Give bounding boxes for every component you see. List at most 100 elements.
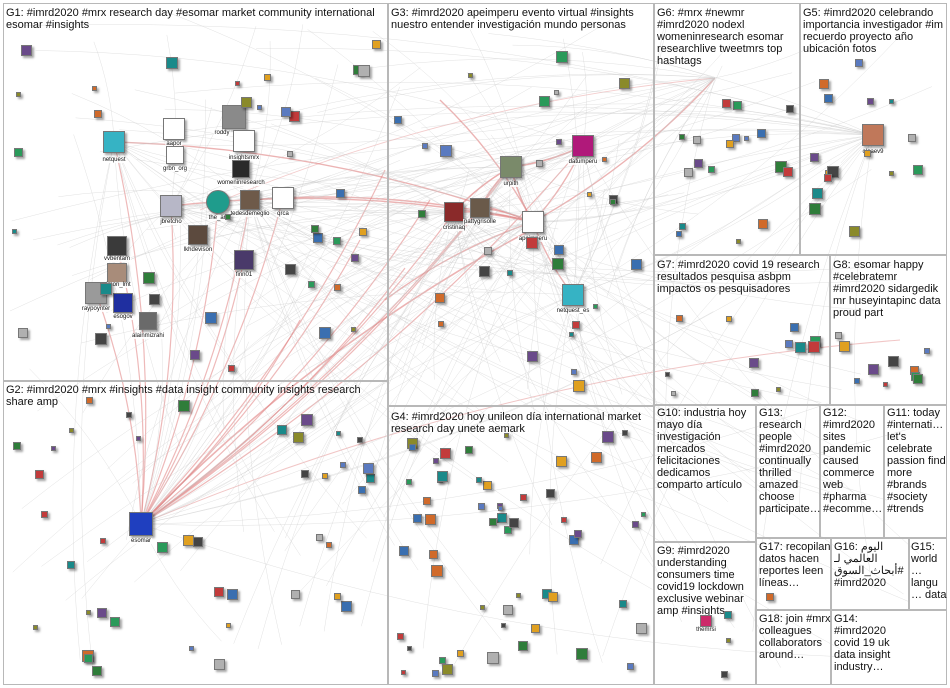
group-label-g11: G11: today #internati… let's celebrate p… [887, 407, 946, 515]
edge-strong [140, 259, 245, 525]
minor-node [99, 282, 112, 295]
edge-faint [281, 73, 716, 115]
minor-node [489, 517, 498, 526]
edge-faint [512, 44, 716, 79]
minor-node [437, 321, 444, 328]
node-apeimperu [522, 211, 544, 233]
group-box-g9 [654, 542, 756, 685]
minor-node [241, 97, 253, 108]
edge-faint [284, 77, 716, 552]
minor-node [475, 476, 482, 483]
minor-node [406, 645, 412, 651]
edge-faint [72, 141, 115, 660]
edge-faint [298, 221, 534, 298]
group-box-g17 [756, 538, 831, 610]
minor-node [189, 645, 195, 651]
node-themrsi [700, 615, 712, 627]
minor-node [536, 159, 544, 167]
minor-node [290, 589, 300, 599]
edge-faint [87, 134, 874, 562]
minor-node [157, 542, 168, 554]
edge-faint [575, 145, 587, 374]
edge-faint [162, 10, 534, 223]
minor-node [641, 511, 647, 517]
edge-faint [249, 192, 685, 215]
node-vvbentam [107, 236, 127, 256]
edge-faint [21, 221, 534, 509]
minor-node [725, 315, 732, 322]
edge-faint [665, 77, 716, 474]
edge-faint [99, 111, 874, 153]
minor-node [784, 339, 793, 348]
minor-node [554, 244, 565, 255]
minor-node [619, 78, 631, 90]
edge-faint [602, 134, 874, 657]
edge-faint [453, 211, 674, 593]
edge-faint [140, 206, 181, 525]
minor-node [225, 622, 231, 628]
edge-faint [756, 134, 874, 286]
minor-node [439, 144, 452, 157]
edge-faint [424, 128, 874, 166]
edge-faint [170, 107, 795, 207]
minor-node [457, 650, 464, 658]
minor-node [424, 513, 436, 525]
edge-faint [249, 199, 854, 464]
edge-faint [469, 29, 534, 223]
minor-node [143, 271, 156, 284]
edge-faint [582, 145, 623, 395]
minor-node [14, 147, 24, 157]
minor-node [15, 92, 21, 98]
edge-faint [336, 203, 455, 213]
group-label-g16: G16: اليوم العالمي لـ #أبحاث_السوق #imrd… [834, 541, 904, 589]
minor-node [503, 605, 513, 615]
group-box-g11 [884, 405, 947, 538]
minor-node [721, 670, 728, 678]
minor-node [783, 166, 794, 177]
edge-faint [118, 134, 874, 485]
edge-faint [113, 72, 793, 146]
minor-node [908, 133, 917, 142]
edge-faint [563, 103, 874, 136]
minor-node [726, 140, 735, 149]
minor-node [432, 670, 440, 678]
minor-node [692, 135, 701, 144]
minor-node [436, 470, 448, 482]
edge-faint [249, 199, 509, 463]
edge-faint [246, 77, 716, 308]
node-insightsmrx [233, 130, 255, 152]
minor-node [335, 189, 345, 198]
edge-faint [29, 368, 142, 525]
minor-node [515, 592, 521, 598]
edge-faint [132, 77, 716, 484]
edge-faint [503, 133, 874, 176]
group-box-g12 [820, 405, 884, 538]
edge-faint [113, 141, 644, 443]
edge-faint [854, 134, 874, 585]
minor-node [743, 136, 749, 142]
edge-faint [453, 211, 853, 492]
edge-faint [148, 166, 512, 329]
minor-node [393, 116, 402, 125]
edge-faint [572, 133, 875, 296]
edge-faint [41, 134, 874, 567]
edge-faint [113, 141, 275, 533]
minor-node [632, 520, 640, 528]
minor-node [189, 349, 200, 360]
minor-node [855, 58, 864, 67]
edge-faint [582, 145, 920, 555]
edge-faint [572, 19, 666, 296]
minor-node [497, 513, 507, 524]
minor-node [177, 400, 190, 413]
minor-node [923, 347, 930, 354]
minor-node [823, 174, 832, 182]
minor-node [94, 110, 103, 118]
minor-node [602, 430, 615, 443]
minor-node [350, 253, 359, 262]
edge-faint [286, 221, 534, 439]
edge-faint [170, 67, 421, 207]
edge-strong [140, 169, 386, 525]
edge-faint [170, 205, 892, 273]
node-urpith [500, 156, 522, 178]
edge-faint [453, 211, 553, 526]
